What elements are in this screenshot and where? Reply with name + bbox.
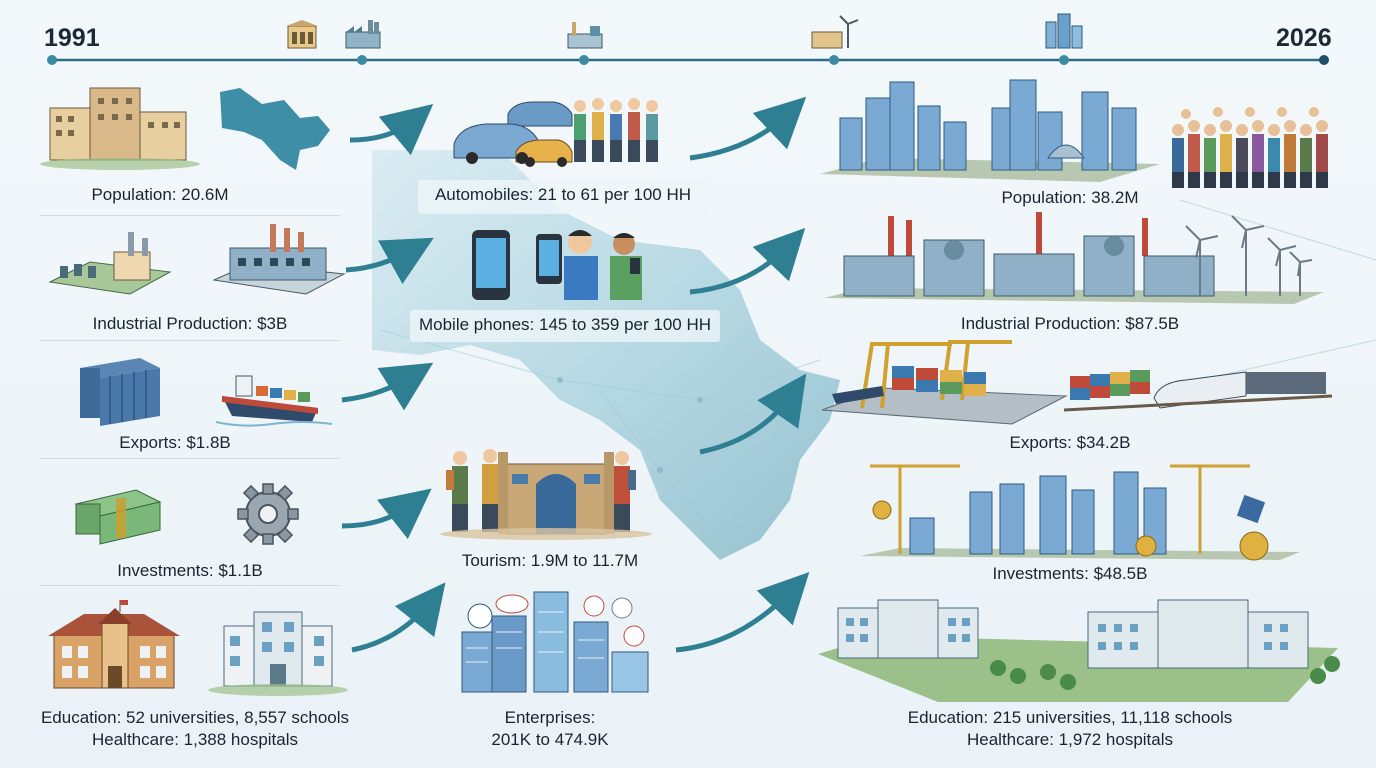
historic-mosque-icon (498, 452, 614, 535)
wind-industry-icon (811, 15, 859, 49)
arrow-icon (349, 104, 434, 156)
right-population-label: Population: 38.2M (1001, 188, 1139, 207)
company-logos-icon (467, 594, 645, 647)
middle-mobile-phones-label: Mobile phones: 145 to 359 per 100 HH (418, 315, 712, 334)
right-industrial-label: Industrial Production: $87.5B (960, 314, 1180, 333)
left-industrial-label: Industrial Production: $3B (92, 314, 288, 333)
arrow-icon (689, 227, 806, 295)
left-healthcare-label: Healthcare: 1,388 hospitals (91, 730, 299, 749)
start-year: 1991 (44, 24, 100, 52)
timeline-dot (1059, 55, 1069, 65)
refinery-icon (567, 22, 603, 49)
power-plant-icon (48, 232, 172, 295)
arrow-icon (341, 488, 432, 540)
left-investments-label: Investments: $1.1B (117, 561, 263, 580)
arrow-icon (351, 582, 446, 653)
right-education-label: Education: 215 universities, 11,118 scho… (907, 708, 1233, 727)
arrow-icon (345, 237, 434, 285)
industrial-complex-icon (824, 212, 1324, 304)
arrow-icon (341, 362, 434, 411)
office-towers-icon (461, 591, 649, 693)
freight-train-icon (1063, 370, 1333, 412)
middle-label-panel (418, 180, 708, 214)
hospital-building-icon (208, 611, 348, 696)
university-campus-icon (818, 599, 1340, 702)
right-exports-label: Exports: $34.2B (1009, 433, 1131, 452)
row-divider (40, 340, 340, 341)
row-divider (40, 585, 340, 586)
construction-cranes-icon (860, 464, 1300, 560)
middle-enterprises-value: 201K to 474.9K (491, 730, 609, 749)
skyscraper-icon (1045, 13, 1083, 49)
middle-enterprises-label: Enterprises: (504, 708, 596, 727)
tourists-icon (440, 449, 652, 540)
left-illustrations (40, 87, 348, 696)
arrow-icon (699, 373, 807, 455)
wind-turbine-icon (1185, 215, 1313, 296)
middle-label-panel (410, 310, 720, 342)
end-year: 2026 (1276, 24, 1332, 52)
arrow-icon (675, 571, 810, 653)
timeline-dot (357, 55, 367, 65)
apartment-buildings-icon (40, 87, 200, 170)
middle-automobiles-label: Automobiles: 21 to 61 per 100 HH (434, 185, 692, 204)
right-healthcare-label: Healthcare: 1,972 hospitals (966, 730, 1174, 749)
timeline-dot (829, 55, 839, 65)
left-exports-label: Exports: $1.8B (119, 433, 231, 452)
crowd-icon (1172, 107, 1328, 188)
gear-icon (237, 483, 299, 545)
left-population-label: Population: 20.6M (91, 185, 229, 204)
cars-icon (453, 101, 573, 167)
arrow-icon (689, 96, 807, 161)
coins-icon (872, 494, 1269, 561)
old-building-icon (286, 20, 318, 49)
factory-icon (345, 20, 381, 49)
people-group-icon (574, 98, 658, 162)
country-map-icon (220, 88, 330, 170)
shipping-container-icon (80, 358, 160, 426)
cargo-ship-icon (215, 375, 333, 427)
timeline-dot (579, 55, 589, 65)
factory-icon (212, 224, 346, 295)
timeline-dot (47, 55, 57, 65)
smartphone-icon (472, 230, 562, 300)
people-with-phones-icon (564, 230, 642, 300)
modern-city-icon (820, 79, 1160, 182)
school-building-icon (48, 600, 180, 689)
left-education-label: Education: 52 universities, 8,557 school… (40, 708, 350, 727)
row-divider (40, 458, 340, 459)
timeline-line (47, 13, 1329, 65)
row-divider (40, 215, 340, 216)
timeline-dot (1319, 55, 1329, 65)
middle-tourism-label: Tourism: 1.9M to 11.7M (461, 551, 639, 570)
port-cranes-icon (821, 340, 1068, 425)
right-investments-label: Investments: $48.5B (992, 564, 1148, 583)
money-stack-icon (74, 489, 162, 545)
